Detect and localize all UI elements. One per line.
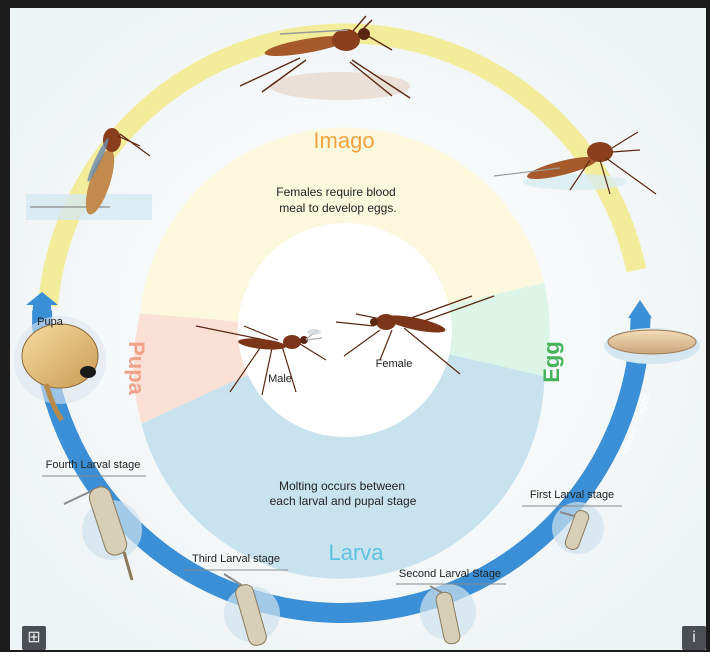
blood-meal-note-line2: meal to develop eggs. <box>279 201 396 215</box>
larva-stage-label: Larva <box>328 540 384 565</box>
egg-stage-label: Egg <box>539 341 564 383</box>
molting-note-line2: each larval and pupal stage <box>270 494 417 508</box>
blood-meal-note-line1: Females require blood <box>276 185 395 199</box>
expand-button[interactable]: ⊞ <box>22 626 46 650</box>
pupa-stage-label: Pupa <box>124 341 149 396</box>
female-label: Female <box>376 358 413 370</box>
male-label: Male <box>268 373 292 385</box>
info-button[interactable]: i <box>682 626 706 650</box>
first-larval-stage-label: First Larval stage <box>530 489 614 501</box>
left-frame-edge <box>0 0 10 652</box>
molting-note-line1: Molting occurs between <box>279 479 405 493</box>
fourth-larval-stage-label: Fourth Larval stage <box>46 459 141 471</box>
third-larval-stage-label: Third Larval stage <box>192 553 280 565</box>
first-larva-illustration <box>552 502 604 554</box>
pupa-specimen-label: Pupa <box>37 316 64 328</box>
egg-raft-illustration <box>604 328 700 364</box>
imago-stage-label: Imago <box>313 128 374 153</box>
right-frame-edge <box>706 0 710 652</box>
top-frame-edge <box>0 0 710 8</box>
second-larval-stage-label: Second Larval Stage <box>399 568 501 580</box>
